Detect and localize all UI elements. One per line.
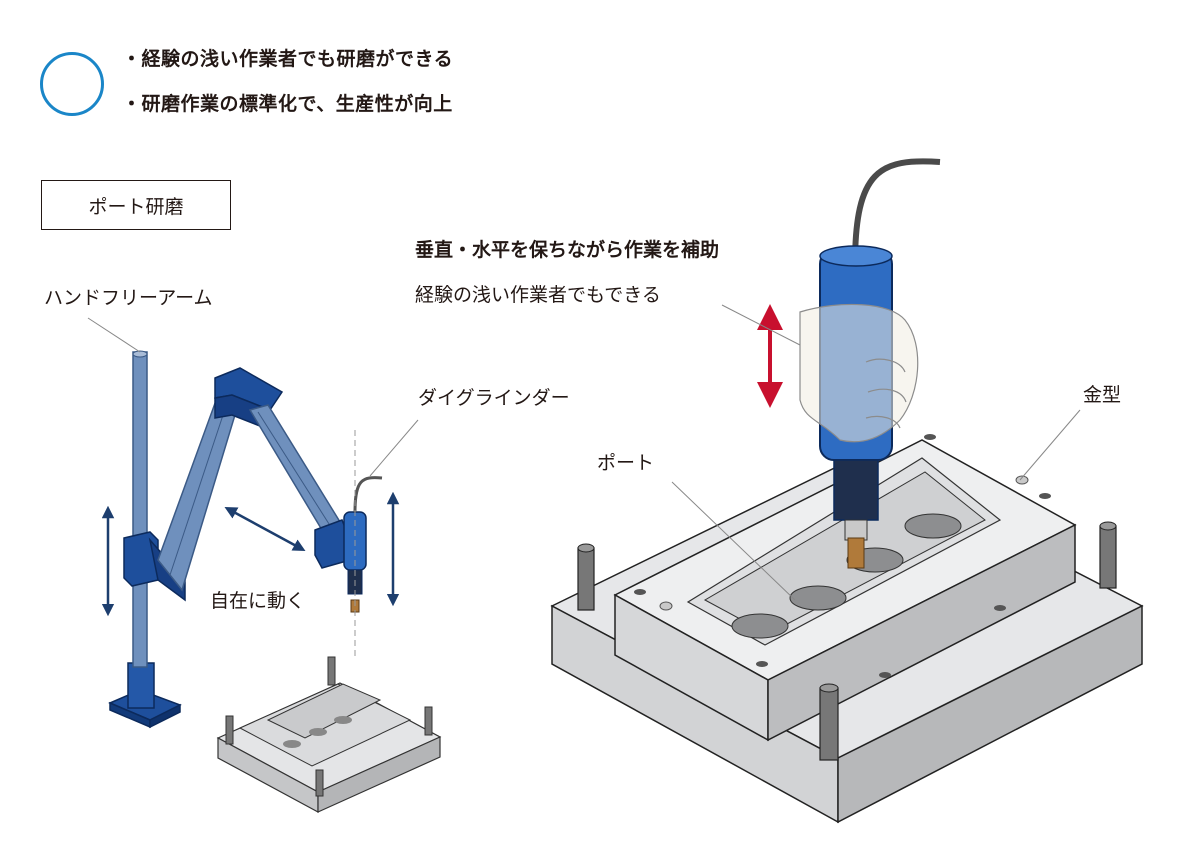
section-tag: ポート研磨 (41, 180, 231, 230)
die-grinder-label: ダイグラインダー (418, 387, 570, 409)
hands-free-arm-label: ハンドフリーアーム (44, 287, 213, 309)
moves-freely-label: 自在に動く (210, 590, 306, 612)
circle-mark-icon (40, 52, 104, 116)
section-tag-label: ポート研磨 (88, 195, 184, 218)
die-grinder-illustration (799, 158, 941, 569)
benefit-item-1: ・経験の浅い作業者でも研磨ができる (122, 48, 454, 70)
assist-subtext: 経験の浅い作業者でもできる (415, 284, 661, 306)
port-label: ポート (597, 452, 655, 474)
hands-free-arm-illustration (108, 350, 383, 729)
mold-label: 金型 (1083, 384, 1122, 406)
assist-headline: 垂直・水平を保ちながら作業を補助 (415, 239, 720, 261)
vertical-motion-arrow-icon (757, 304, 783, 408)
benefit-item-2: ・研磨作業の標準化で、生産性が向上 (122, 93, 453, 115)
large-mold-illustration (550, 434, 1144, 824)
small-mold-illustration (216, 656, 442, 814)
